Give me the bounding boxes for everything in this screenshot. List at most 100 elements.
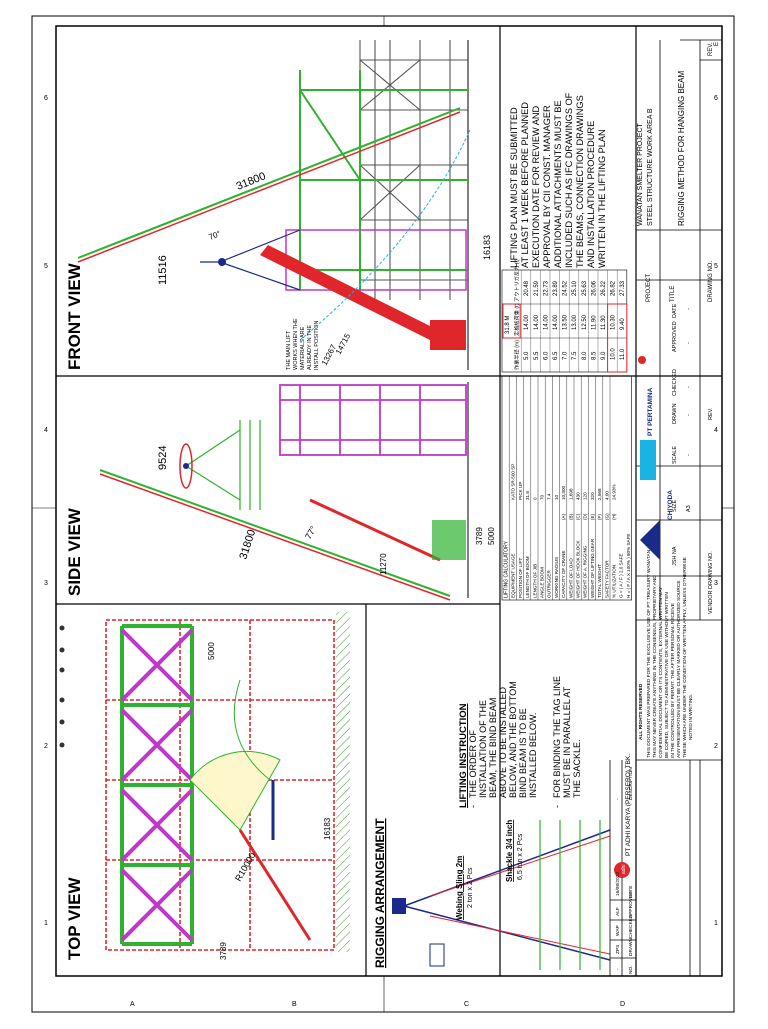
crane-boom-body (260, 245, 448, 345)
ground-hatch (336, 612, 350, 952)
load-cell-capacity: 11.30 (601, 315, 607, 330)
top-view-title: TOP VIEW (65, 877, 84, 960)
revision-header: APPROVED (628, 891, 634, 918)
calc-row-code: (B) (568, 513, 573, 520)
revision-cell: 16/08/2022 (615, 872, 621, 896)
load-row-highlight (607, 303, 628, 373)
instruction-line: BIND BEAM IS TO BE (518, 708, 528, 798)
grid-label-4-right: 4 (714, 427, 718, 434)
load-cell-radius: 8.0 (582, 351, 588, 360)
calc-row-value: 4.00 (604, 491, 609, 500)
revision-cell: - (616, 798, 621, 800)
rigging-title: RIGGING ARRANGEMENT (373, 818, 387, 968)
calc-row-value: 430 (576, 492, 581, 500)
plan-note-line: EXECUTION DATE FOR REVIEW AND (531, 105, 541, 268)
size-value: A3 (686, 505, 692, 512)
revision-cell: - (616, 968, 621, 970)
grid-label-5-right: 5 (714, 263, 718, 270)
calc-row-label: WEIGHT OF HOOK BLOCK (576, 539, 581, 598)
calc-row-value: 2,568 (597, 488, 602, 500)
calc-row-value: KATO SR-500 SP (511, 464, 516, 500)
swing-path-front (299, 129, 471, 341)
load-col-header: 定格総荷重 (t) (513, 303, 521, 336)
calc-row-code: (H) (612, 513, 617, 520)
magenta-structure-side (279, 384, 467, 456)
calc-row-label: % UTILIZATION (612, 565, 617, 598)
calc-footer: G = ( A / F ) 2.0 SAFE (619, 553, 624, 598)
plan-note-line: AND INSTALLATION PROCEDURE (586, 121, 596, 268)
sling-spec: 2 ton x 2 Pcs (467, 867, 474, 908)
lifting-instruction: LIFTING INSTRUCTION - THE ORDER OF INSTA… (458, 676, 582, 808)
grid-ticks (32, 16, 734, 1012)
sign-header: APPROVED (672, 321, 678, 352)
calc-row-label: CAPACITY OF CRANE (561, 550, 566, 598)
load-cell-radius: 7.0 (563, 351, 569, 360)
grid-label-3-left: 3 (44, 580, 48, 587)
dim-16183-top: 16183 (323, 817, 332, 840)
calc-footer: H = ( F / A X 100% ) 80% SAFE (626, 534, 631, 598)
sign-value: - (686, 342, 692, 344)
shackle-label: Shackle 3/4 inch (505, 820, 514, 882)
load-boom-header: 31.8 M (505, 316, 511, 334)
load-cell-radius: 8.5 (591, 351, 597, 360)
note-front-line: INSTALL POSITION (314, 320, 320, 370)
load-cell-radius: 6.5 (553, 351, 559, 360)
dim-angle-front: 70° (207, 229, 222, 242)
rev-label: REV. (708, 42, 714, 56)
shackle-detail (429, 943, 445, 967)
front-view-title: FRONT VIEW (65, 262, 84, 370)
calc-row-value: 7.4 (547, 493, 552, 500)
plan-note-line: APPROVAL BY CII CONST. MANAGER (542, 105, 552, 268)
instruction-title: LIFTING INSTRUCTION (458, 703, 469, 808)
grid-label-4-left: 4 (44, 427, 48, 434)
grid-label-1-right: 1 (714, 920, 718, 927)
dim-height-front: 16183 (482, 235, 492, 260)
legal-line: THIS MAY NEVER CREATE ANYTHING IN THE CO… (652, 575, 658, 758)
revision-cell: ALF (615, 907, 621, 916)
calc-row-code: (C) (576, 513, 581, 520)
crane-cab (430, 320, 466, 350)
dim-radius-front: 11516 (157, 255, 169, 285)
grid-label-C: C (464, 1001, 469, 1008)
calc-row-label: TOTAL WEIGHT (597, 564, 602, 598)
legal-line: THIS DOCUMENT WAS PREPARED FOR THE EXCLU… (646, 549, 652, 758)
note-front-line: ALREADY IN THE (307, 325, 313, 370)
revision-header: DATE (628, 886, 634, 898)
load-col-header: 作業半径 (m) (513, 340, 521, 370)
load-col-header: アウトリガ反力 (t) (513, 259, 521, 302)
sign-header: DRAWN (672, 403, 678, 424)
load-cell-reaction: 23.89 (553, 280, 559, 296)
load-cell-radius: 5.0 (524, 351, 530, 360)
plan-note-line: AT LEAST 1 WEEK BEFORE PLANNED (520, 102, 530, 268)
shackle-spec: 6,5 ton x 2 Pcs (517, 833, 524, 880)
load-cell-capacity: 13.00 (572, 314, 578, 330)
calc-row-code: (A) (561, 513, 566, 520)
instruction-bullet-2: - (552, 805, 562, 808)
inner-border (55, 25, 723, 977)
calc-row-value: 24.93% (612, 484, 617, 500)
plan-note-line: INCLUDED SUCH AS IFC DRAWINGS OF (564, 92, 574, 268)
green-beams-front (299, 70, 468, 290)
rigging-side (185, 420, 261, 510)
vendor-label: VENDOR DRAWING NO. (708, 551, 714, 614)
dim-h2-side: 5000 (487, 527, 496, 545)
boom-red-side (99, 473, 451, 601)
calc-row-value: 1,698 (568, 488, 573, 500)
title-block: PROJECT WANATAN SMELTER PROJECT STEEL ST… (636, 39, 722, 976)
pertamina-logo-icon (638, 356, 646, 364)
legal-line: NOTED IN WRITING. (688, 694, 694, 740)
load-cell-reaction: 27.33 (620, 280, 626, 296)
rigging-front (200, 229, 301, 291)
note-front-line: MATERIALS ARE (300, 326, 306, 370)
contractor-name: PT ADHI KARYA (PERSERO) TBK. (625, 754, 632, 856)
crane-top (238, 829, 312, 941)
load-cell-reaction: 26.22 (601, 280, 607, 296)
rotation-indicator (179, 443, 193, 489)
dim-3789-top: 3789 (219, 942, 228, 960)
green-cross-beams-top (122, 624, 192, 946)
legal-line: IN THE CONTROLLED BY PERMIT. THE AFTER P… (670, 603, 676, 758)
load-cell-reaction: 26.82 (611, 280, 617, 296)
revision-header: DESCRIPTION (628, 767, 634, 800)
client-name: PT PERTAMINA (647, 387, 654, 436)
